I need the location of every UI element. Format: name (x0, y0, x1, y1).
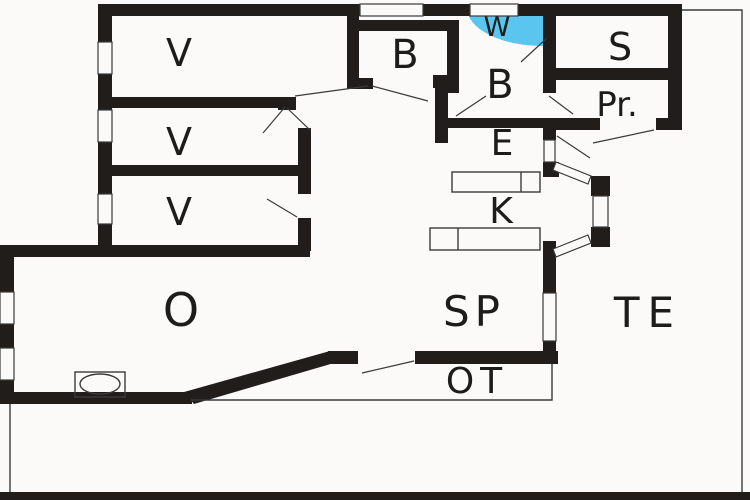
wall-bay-post-b (591, 227, 610, 247)
wall-veast-a (298, 128, 311, 194)
window-top-2 (469, 3, 519, 17)
window-v3 (97, 193, 113, 225)
room-label-v1: V (166, 31, 192, 75)
wall-corridor-post (433, 75, 448, 88)
wall-e-west (435, 88, 448, 143)
wall-b2-west (447, 20, 459, 93)
kitchen-counter-lower (429, 227, 541, 251)
window-o-2 (0, 347, 15, 381)
wall-v1-bottom (112, 97, 278, 108)
window-o-1 (0, 291, 15, 325)
wall-column-top (543, 8, 556, 93)
wall-bay-post-a (591, 176, 610, 196)
room-label-b1: B (391, 32, 418, 78)
wall-column-mid (543, 118, 556, 140)
door-swings (262, 37, 655, 374)
room-label-s: S (608, 25, 632, 69)
room-label-o: O (163, 283, 199, 337)
door-leaf-v1 (286, 107, 311, 131)
wall-o-bottom (0, 392, 192, 404)
door-swing-ot (361, 360, 415, 374)
kitchen-counter-upper (451, 171, 541, 193)
plot-bottom-border (0, 492, 750, 500)
window-v1 (97, 41, 113, 75)
walls (0, 4, 750, 500)
wall-v1-door-post (278, 97, 296, 110)
wall-diagonal (184, 351, 334, 404)
windows (0, 3, 609, 381)
wall-v2-bottom (112, 165, 303, 176)
room-label-sp: SP (443, 287, 505, 336)
wall-sp-bottom-right (415, 351, 558, 364)
wall-s-right (668, 4, 682, 130)
room-labels: V V V B W B S Pr. E K O SP TE OT (163, 12, 682, 402)
stove-symbol (74, 371, 126, 398)
wall-b1-left (347, 14, 359, 89)
wall-v3-bottom (0, 245, 310, 257)
plot-boundary-right (682, 9, 743, 492)
room-label-e: E (491, 123, 514, 164)
door-swing-hall-right (371, 85, 429, 102)
room-label-ot: OT (446, 361, 508, 402)
window-sp-east (542, 292, 557, 342)
window-bay-upper-diagonal (552, 161, 592, 185)
room-label-v3: V (166, 190, 192, 234)
wall-s-bottom (556, 68, 682, 80)
door-swing-e (548, 95, 574, 115)
wall-sp-east-b (543, 341, 556, 364)
window-top-1 (359, 3, 424, 17)
door-swing-hall-left (294, 85, 369, 97)
room-label-b2: B (486, 62, 513, 108)
wall-left-lower (0, 251, 14, 404)
wall-pr-bottom-right (656, 118, 682, 130)
window-bay-middle (592, 195, 609, 228)
w-room-highlight (467, 8, 543, 46)
wall-b1-bottom-left (347, 78, 373, 89)
wall-pr-bottom-left (556, 118, 600, 130)
fixtures (9, 9, 743, 492)
door-swing-terrace (556, 135, 591, 159)
room-label-v2: V (166, 120, 192, 164)
ot-outline (191, 364, 553, 401)
wall-b1-top (358, 20, 458, 31)
room-label-k: K (489, 191, 514, 232)
wall-sp-east-a (543, 241, 556, 293)
door-swing-w (520, 37, 548, 63)
door-swing-v1 (262, 106, 286, 134)
room-label-te: TE (613, 288, 682, 337)
room-label-pr: Pr. (596, 85, 638, 125)
door-swing-b2 (455, 95, 487, 117)
wall-b2-bottom (447, 118, 544, 128)
window-bay-lower-diagonal (552, 234, 592, 258)
window-column (543, 139, 556, 163)
door-swing-pr (592, 129, 655, 144)
wall-sp-bottom-left (328, 351, 358, 364)
door-swing-v3 (266, 198, 298, 218)
wall-veast-b (298, 218, 311, 251)
window-v2 (97, 109, 113, 143)
room-label-w: W (484, 12, 511, 43)
stove-burner-icon (79, 373, 121, 395)
